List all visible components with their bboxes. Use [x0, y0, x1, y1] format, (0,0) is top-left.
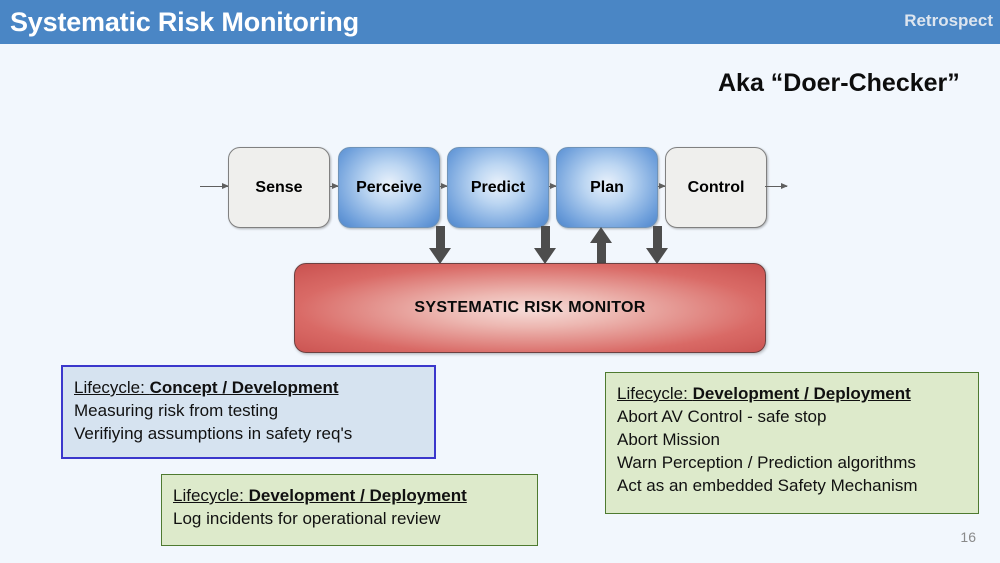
connector-input-arrow	[200, 183, 229, 189]
pipeline-box-perceive: Perceive	[338, 147, 440, 228]
pipeline-box-control: Control	[665, 147, 767, 228]
pipeline-box-label: Plan	[590, 178, 624, 196]
callout-line: Log incidents for operational review	[173, 509, 441, 528]
down-arrow-perceive-to-monitor-icon	[429, 226, 451, 264]
up-arrow-monitor-to-plan-icon	[590, 227, 612, 265]
callout-heading-prefix: Lifecycle:	[74, 378, 150, 397]
down-arrow-predict-to-monitor-icon	[534, 226, 556, 264]
callout-heading-prefix: Lifecycle:	[173, 486, 249, 505]
deck-label: Retrospect	[904, 11, 993, 30]
connector-sense-to-perceive	[330, 183, 339, 189]
pipeline-box-plan: Plan	[556, 147, 658, 228]
callout-line: Act as an embedded Safety Mechanism	[617, 476, 918, 495]
pipeline-box-label: Perceive	[356, 178, 422, 196]
callout-line: Measuring risk from testing	[74, 401, 279, 420]
down-arrow-plan-to-monitor-icon	[646, 226, 668, 264]
callout-line: Abort Mission	[617, 430, 720, 449]
callout-heading: Lifecycle: Development / Deployment	[617, 382, 968, 405]
callout-development-deployment-right: Lifecycle: Development / Deployment Abor…	[605, 372, 979, 514]
callout-line: Verifiying assumptions in safety req's	[74, 424, 353, 443]
callout-heading-bold: Concept / Development	[149, 378, 339, 397]
pipeline-box-predict: Predict	[447, 147, 549, 228]
callout-heading: Lifecycle: Concept / Development	[74, 376, 424, 399]
pipeline-box-label: Predict	[470, 178, 526, 196]
connector-plan-to-control	[658, 183, 666, 189]
connector-predict-to-plan	[549, 183, 557, 189]
pipeline-box-label: Control	[687, 178, 745, 196]
callout-heading-bold: Development / Deployment	[692, 384, 911, 403]
connector-perceive-to-predict	[440, 183, 448, 189]
callout-line: Abort AV Control - safe stop	[617, 407, 827, 426]
pipeline-box-sense: Sense	[228, 147, 330, 228]
systematic-risk-monitor-label: SYSTEMATIC RISK MONITOR	[414, 299, 646, 316]
callout-heading-prefix: Lifecycle:	[617, 384, 693, 403]
pipeline-box-label: Sense	[255, 178, 303, 196]
callout-heading: Lifecycle: Development / Deployment	[173, 484, 527, 507]
systematic-risk-monitor-block: SYSTEMATIC RISK MONITOR	[294, 263, 766, 353]
callout-concept-development: Lifecycle: Concept / Development Measuri…	[61, 365, 436, 459]
page-number: 16	[960, 529, 976, 545]
callout-heading-bold: Development / Deployment	[248, 486, 467, 505]
slide-header-bar	[0, 0, 1000, 44]
connector-output-arrow	[765, 183, 788, 189]
callout-line: Warn Perception / Prediction algorithms	[617, 453, 916, 472]
page-title: Systematic Risk Monitoring	[10, 7, 359, 37]
callout-development-deployment-bottom: Lifecycle: Development / Deployment Log …	[161, 474, 538, 546]
slide-subtitle: Aka “Doer-Checker”	[718, 69, 960, 97]
